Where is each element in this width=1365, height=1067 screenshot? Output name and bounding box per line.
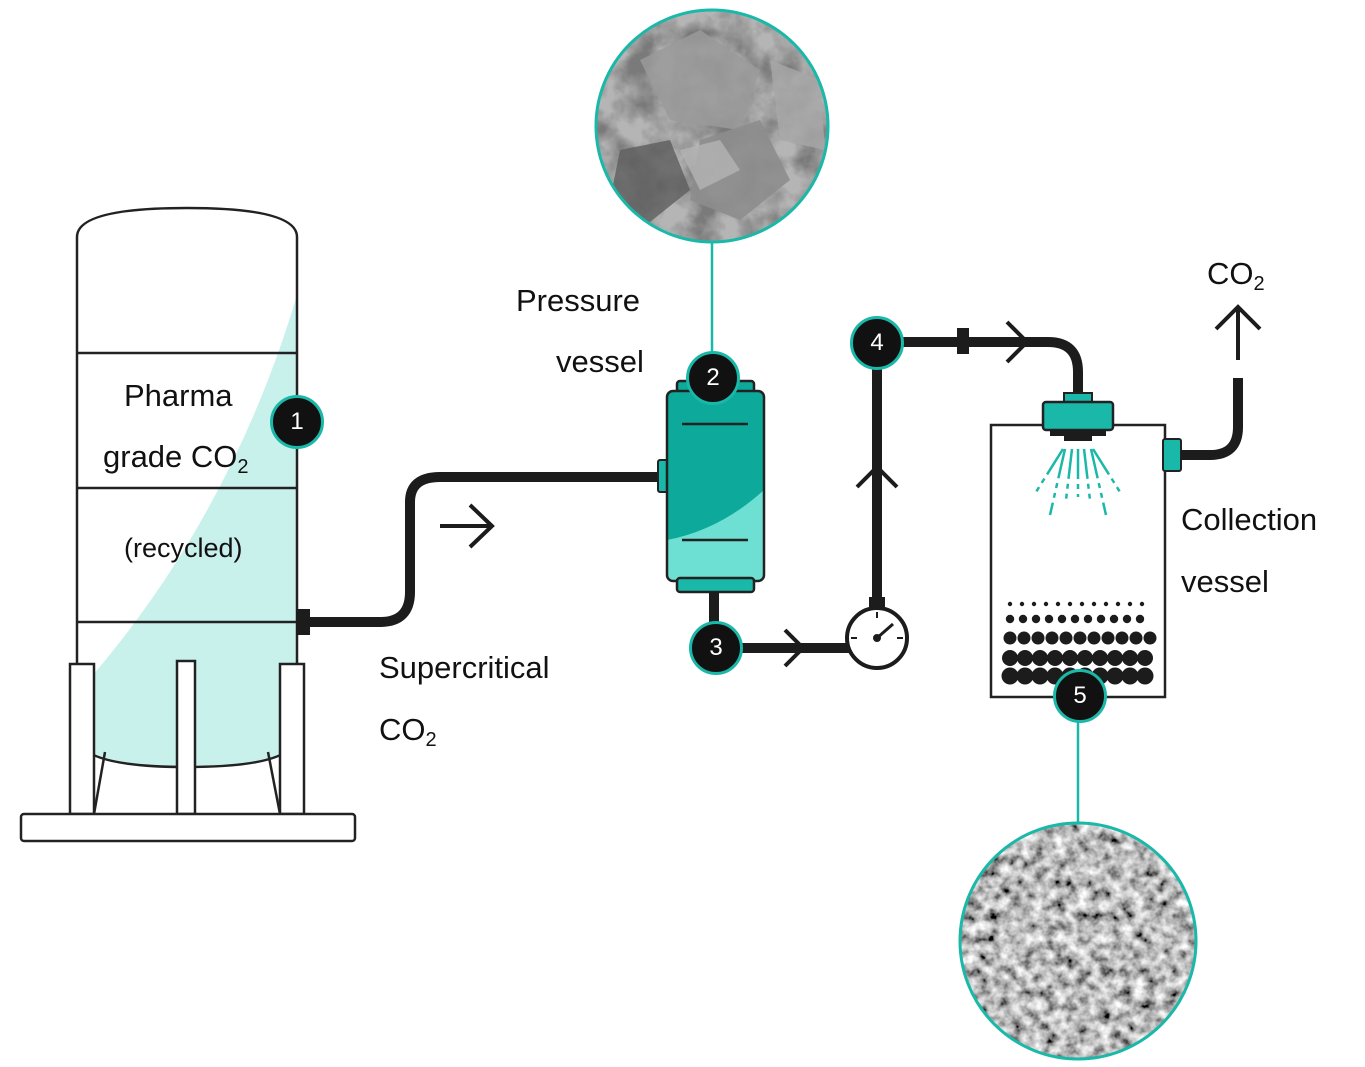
- storage-tank: [19, 206, 357, 843]
- step-3-badge: 3: [689, 621, 743, 675]
- particle: [1047, 650, 1063, 666]
- particle: [1017, 650, 1033, 666]
- step-2-badge: 2: [686, 351, 740, 405]
- particle: [1002, 650, 1018, 666]
- pipe-to-nozzle: [709, 320, 1083, 670]
- step-5-badge: 5: [1053, 669, 1107, 723]
- particle: [1018, 614, 1028, 624]
- spray-lines: [1034, 448, 1122, 516]
- particle: [1043, 601, 1049, 607]
- collection-vessel: [989, 304, 1262, 699]
- particle: [1122, 650, 1138, 666]
- pressure-label-line2: vessel: [556, 344, 644, 379]
- particle: [1070, 614, 1080, 624]
- particle: [1122, 614, 1132, 624]
- particle: [1031, 601, 1037, 607]
- tank-leg-right: [278, 662, 306, 816]
- particle: [1139, 601, 1145, 607]
- porous-micrograph: [958, 720, 1198, 1061]
- collection-label-line2: vessel: [1181, 564, 1269, 599]
- pipe-supercritical: [296, 472, 660, 635]
- pharma-label-line2: grade CO2: [103, 439, 249, 478]
- arrow-right-icon: [783, 628, 806, 668]
- particle: [1045, 631, 1059, 645]
- supercritical-label-line2: CO2: [379, 712, 437, 751]
- particle: [1031, 667, 1049, 685]
- particle: [1055, 601, 1061, 607]
- particle: [1106, 667, 1124, 685]
- pressure-vessel: [657, 379, 766, 594]
- arrow-right-icon: [1005, 320, 1030, 364]
- particle: [1083, 614, 1093, 624]
- co2-out-label: CO2: [1207, 256, 1265, 295]
- particle: [1032, 650, 1048, 666]
- step-4-badge: 4: [850, 316, 904, 370]
- particle: [1103, 601, 1109, 607]
- particle: [1087, 631, 1101, 645]
- tank-leg-center: [175, 659, 197, 816]
- spray-nozzle: [1041, 400, 1115, 432]
- particle: [1059, 631, 1073, 645]
- supercritical-label-line1: Supercritical: [379, 650, 550, 685]
- particle: [1073, 631, 1087, 645]
- collection-label-line1: Collection: [1181, 502, 1318, 537]
- particle: [1019, 601, 1025, 607]
- particle: [1109, 614, 1119, 624]
- particle: [1135, 614, 1145, 624]
- particle: [1115, 631, 1129, 645]
- tank-leg-left: [68, 662, 96, 816]
- particle: [1143, 631, 1157, 645]
- pharma-label-line1: Pharma: [124, 378, 233, 413]
- particle: [1079, 601, 1085, 607]
- arrow-up-icon: [1214, 304, 1262, 360]
- arrow-up-icon: [855, 464, 899, 489]
- particle: [1107, 650, 1123, 666]
- collected-particles: [1001, 601, 1157, 685]
- particle: [1129, 631, 1143, 645]
- crystal-micrograph: [594, 8, 830, 352]
- particle: [1077, 650, 1093, 666]
- particle: [1136, 667, 1154, 685]
- recycled-label: (recycled): [124, 533, 243, 563]
- tank-base: [19, 812, 357, 843]
- pressure-label-line1: Pressure: [516, 283, 641, 318]
- particle: [1092, 650, 1108, 666]
- particle: [1007, 601, 1013, 607]
- particle: [1031, 614, 1041, 624]
- particle: [1062, 650, 1078, 666]
- particle: [1003, 631, 1017, 645]
- particle: [1091, 601, 1097, 607]
- particle: [1016, 667, 1034, 685]
- particle: [1121, 667, 1139, 685]
- particle: [1115, 601, 1121, 607]
- particle: [1137, 650, 1153, 666]
- particle: [1127, 601, 1133, 607]
- particle: [1096, 614, 1106, 624]
- tank-liquid: [77, 295, 297, 767]
- particle: [1031, 631, 1045, 645]
- particle: [1005, 614, 1015, 624]
- particle: [1017, 631, 1031, 645]
- particle: [1044, 614, 1054, 624]
- step-1-badge: 1: [270, 395, 324, 449]
- particle: [1067, 601, 1073, 607]
- arrow-right-icon: [440, 503, 495, 549]
- particle: [1101, 631, 1115, 645]
- particle: [1001, 667, 1019, 685]
- particle: [1057, 614, 1067, 624]
